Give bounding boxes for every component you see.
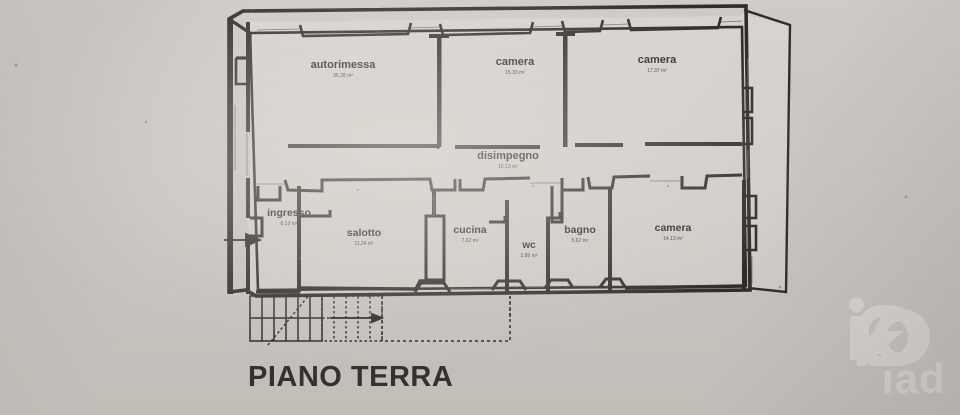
room-area-bagno: 5.62 m² [572, 238, 589, 244]
page-title: PIANO TERRA [248, 361, 454, 393]
staircase [249, 293, 383, 346]
room-area-disimpegno: 16.13 m² [498, 164, 518, 170]
room-area-camera-3: 14.13 m² [663, 236, 683, 242]
room-area-camera-1: 15.33 m² [505, 70, 525, 76]
room-area-ingresso: 6.12 m² [281, 221, 298, 227]
room-name-bagno: bagno [564, 224, 596, 236]
room-label-wc: wc 2.86 m² [521, 240, 538, 259]
room-name-camera-1: camera [496, 56, 535, 68]
room-area-salotto: 11.24 m² [354, 241, 374, 247]
room-name-disimpegno: disimpegno [477, 150, 539, 162]
room-name-ingresso: ingresso [267, 207, 311, 219]
room-name-camera-2: camera [638, 54, 677, 66]
room-area-wc: 2.86 m² [521, 253, 538, 259]
room-area-cucina: 7.32 m² [462, 238, 479, 244]
projection-outline [381, 296, 511, 342]
room-area-camera-2: 17.37 m² [647, 68, 667, 74]
room-area-autorimessa: 36.28 m² [333, 73, 353, 79]
room-name-salotto: salotto [347, 227, 381, 239]
room-name-cucina: cucina [453, 224, 486, 236]
room-name-autorimessa: autorimessa [311, 59, 377, 71]
room-name-wc: wc [521, 240, 536, 251]
stair-up-direction-arrow [330, 312, 385, 324]
room-name-camera-3: camera [655, 222, 692, 234]
